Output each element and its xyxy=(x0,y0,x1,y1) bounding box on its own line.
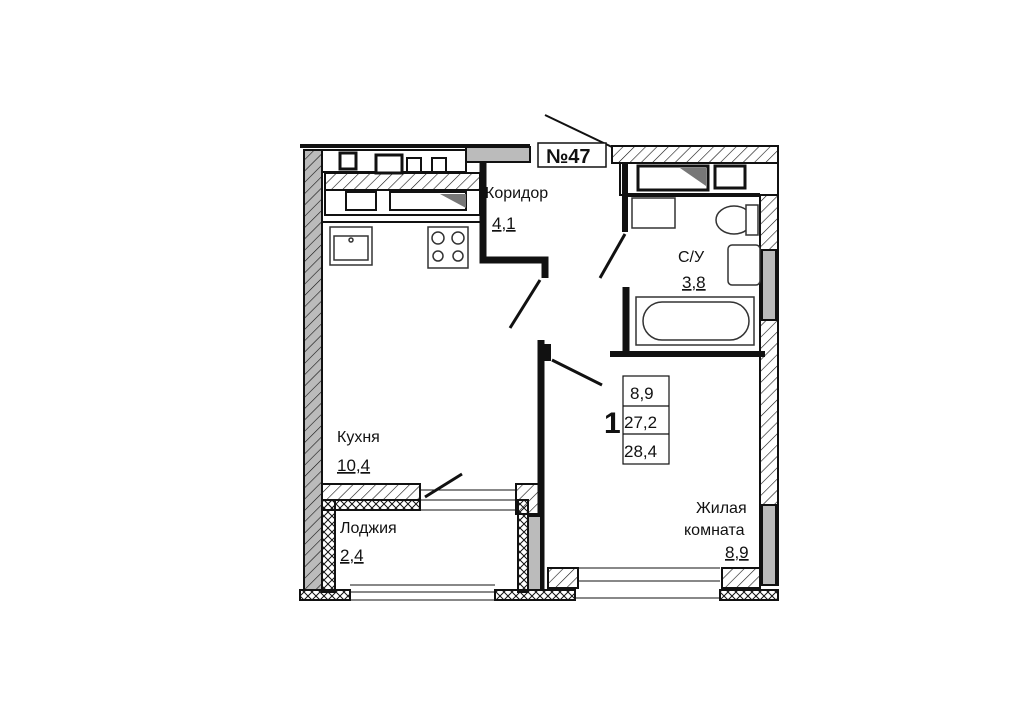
room-name-living-2: комната xyxy=(684,522,745,539)
room-area-corridor: 4,1 xyxy=(492,214,516,233)
living-area: 8,9 xyxy=(630,384,654,403)
washing-machine-icon xyxy=(631,197,676,229)
walls xyxy=(299,114,779,601)
room-area-kitchen: 10,4 xyxy=(337,456,370,475)
room-area-loggia: 2,4 xyxy=(340,546,364,565)
room-area-living: 8,9 xyxy=(725,543,749,562)
room-name-bathroom: С/У xyxy=(678,249,705,266)
room-area-bathroom: 3,8 xyxy=(682,273,706,292)
kitchen-sink-icon xyxy=(329,226,373,266)
unit-number-box xyxy=(537,142,607,168)
stove-icon xyxy=(427,226,469,269)
total-area: 28,4 xyxy=(624,442,657,461)
bathroom-sink-icon xyxy=(727,244,761,286)
room-name-kitchen: Кухня xyxy=(337,429,380,446)
bathtub-icon xyxy=(635,296,755,346)
total-area-no-loggia: 27,2 xyxy=(624,413,657,432)
room-name-corridor: Коридор xyxy=(485,185,548,202)
room-name-loggia: Лоджия xyxy=(340,520,397,537)
room-name-living-1: Жилая xyxy=(696,500,747,517)
toilet-icon xyxy=(715,204,759,236)
rooms-count: 1 xyxy=(604,407,621,440)
area-summary: 1 8,9 27,2 28,4 xyxy=(604,375,670,465)
unit-number: №47 xyxy=(546,146,591,168)
